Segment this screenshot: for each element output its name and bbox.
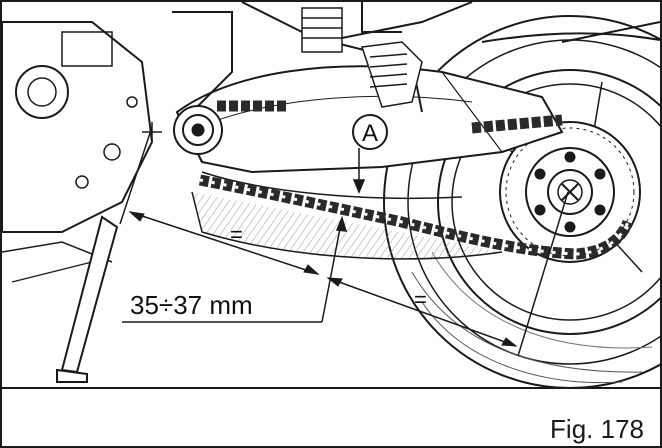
callout-a-label: A	[362, 120, 378, 147]
motorcycle-chain-diagram: A = = 35÷37 mm	[2, 2, 660, 388]
figure-caption: Fig. 178	[550, 414, 644, 444]
rear-shock	[301, 7, 343, 53]
slack-measure-lines	[122, 148, 366, 323]
engine-case	[2, 21, 154, 283]
side-stand	[56, 215, 119, 383]
passenger-footrest	[360, 41, 423, 108]
distance-dimension	[119, 122, 569, 357]
chain-lower-run	[198, 174, 634, 260]
frame-tubes	[172, 2, 660, 113]
caption-divider	[2, 387, 662, 389]
callout-a: A	[352, 114, 388, 150]
equal-mark-right: =	[414, 287, 427, 312]
equal-mark-left: =	[230, 222, 243, 247]
swingarm-pivot	[173, 105, 223, 155]
rear-sprocket	[499, 121, 641, 263]
measurement-label: 35÷37 mm	[130, 290, 253, 320]
chain-upper-run	[217, 100, 563, 134]
